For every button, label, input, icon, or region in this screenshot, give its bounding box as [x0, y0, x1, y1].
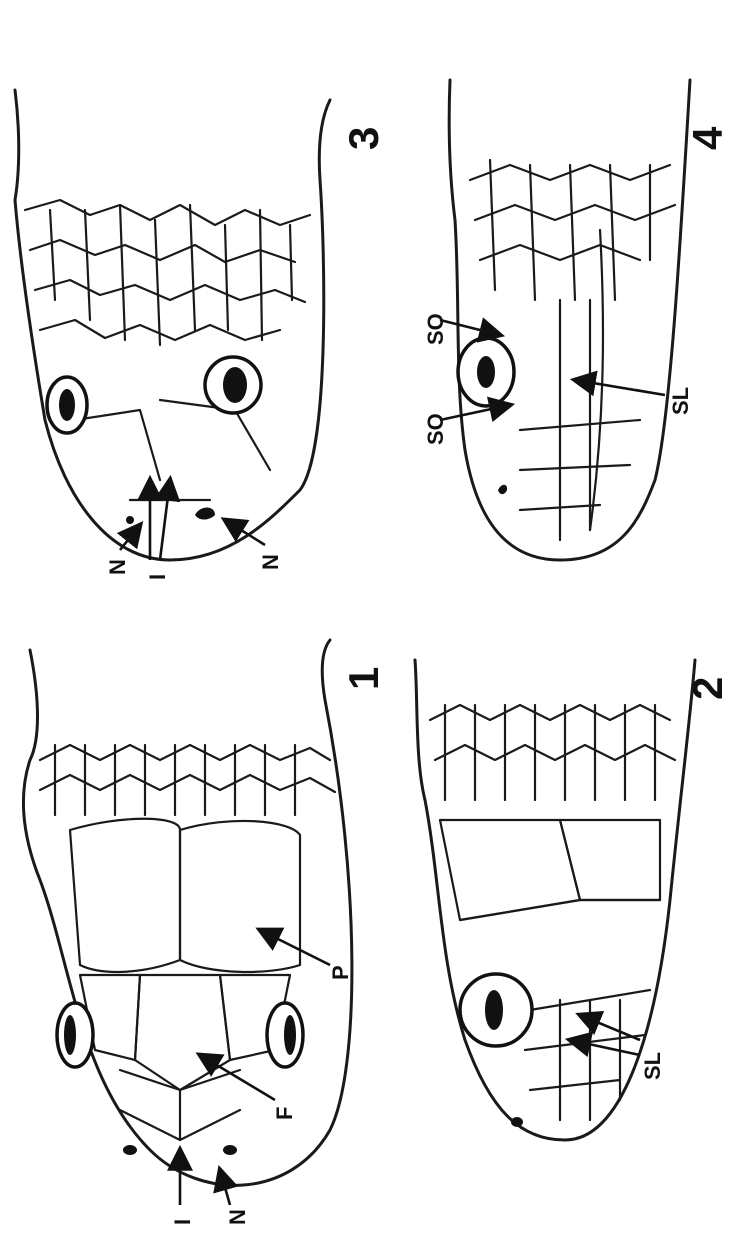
label-so-lower: SO: [423, 413, 448, 445]
arrow-n-left: [120, 525, 140, 550]
label-so-upper: SO: [423, 313, 448, 345]
label-i: I: [145, 574, 170, 580]
arrow-i-right: [160, 480, 170, 560]
label-f: F: [272, 1107, 297, 1120]
label-sl: SL: [640, 1052, 665, 1080]
label-n: N: [225, 1209, 250, 1225]
figure-2-arrows: [570, 1015, 640, 1055]
arrow-sl-lower: [570, 1040, 640, 1055]
arrow-p: [260, 930, 330, 965]
arrow-n-right: [225, 520, 265, 545]
arrow-so-upper: [440, 320, 500, 335]
arrow-sl: [575, 380, 665, 395]
arrow-so-lower: [440, 405, 510, 420]
figure-3-head: [15, 90, 330, 560]
figure-number-3: 3: [340, 127, 387, 150]
arrow-f: [200, 1055, 275, 1100]
label-i: I: [170, 1219, 195, 1225]
figure-number-4: 4: [684, 126, 731, 150]
figure-2-labels: SL 2: [640, 677, 731, 1080]
arrow-n: [220, 1170, 230, 1205]
figure-3-arrows: [120, 480, 265, 560]
figure-number-2: 2: [684, 677, 731, 700]
label-p: P: [328, 965, 353, 980]
figure-1-dorsal-head: [23, 640, 351, 1185]
figure-3-labels: N I N 3: [105, 127, 387, 580]
figure-4-head: [449, 80, 690, 560]
label-n-left: N: [105, 559, 130, 575]
label-n-right: N: [258, 554, 283, 570]
figure-number-1: 1: [340, 667, 387, 690]
label-sl: SL: [668, 387, 693, 415]
